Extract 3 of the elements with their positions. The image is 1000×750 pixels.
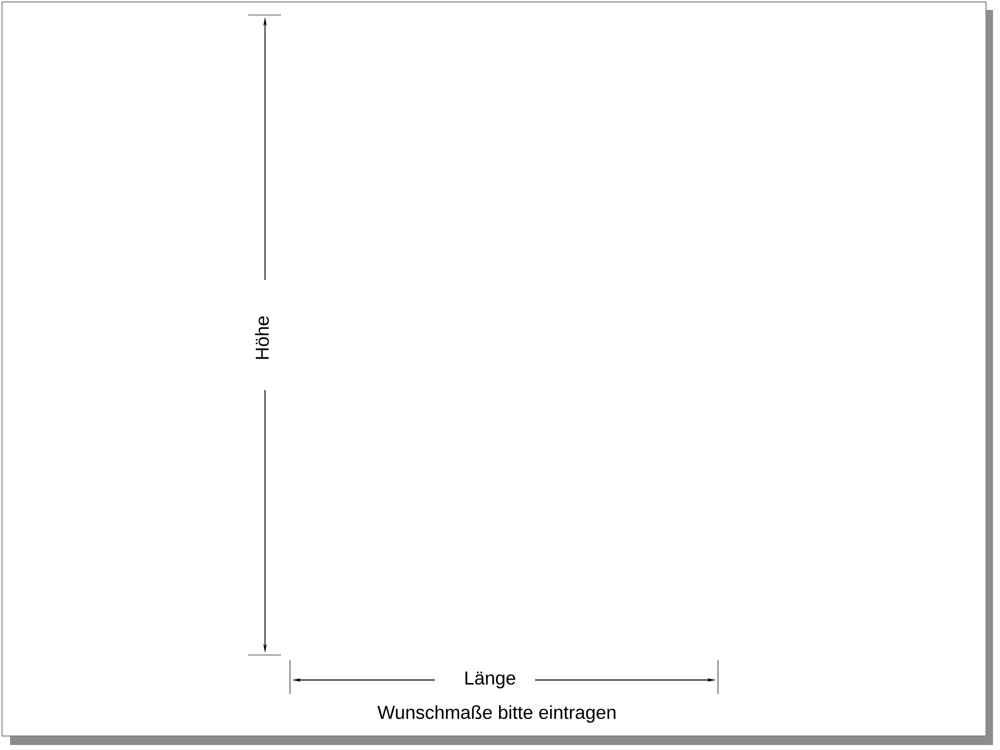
dimension-label: Höhe [255,316,269,359]
note: Wunschmaße bitte eintragen [377,705,616,723]
dimension-label: Länge [466,672,516,688]
